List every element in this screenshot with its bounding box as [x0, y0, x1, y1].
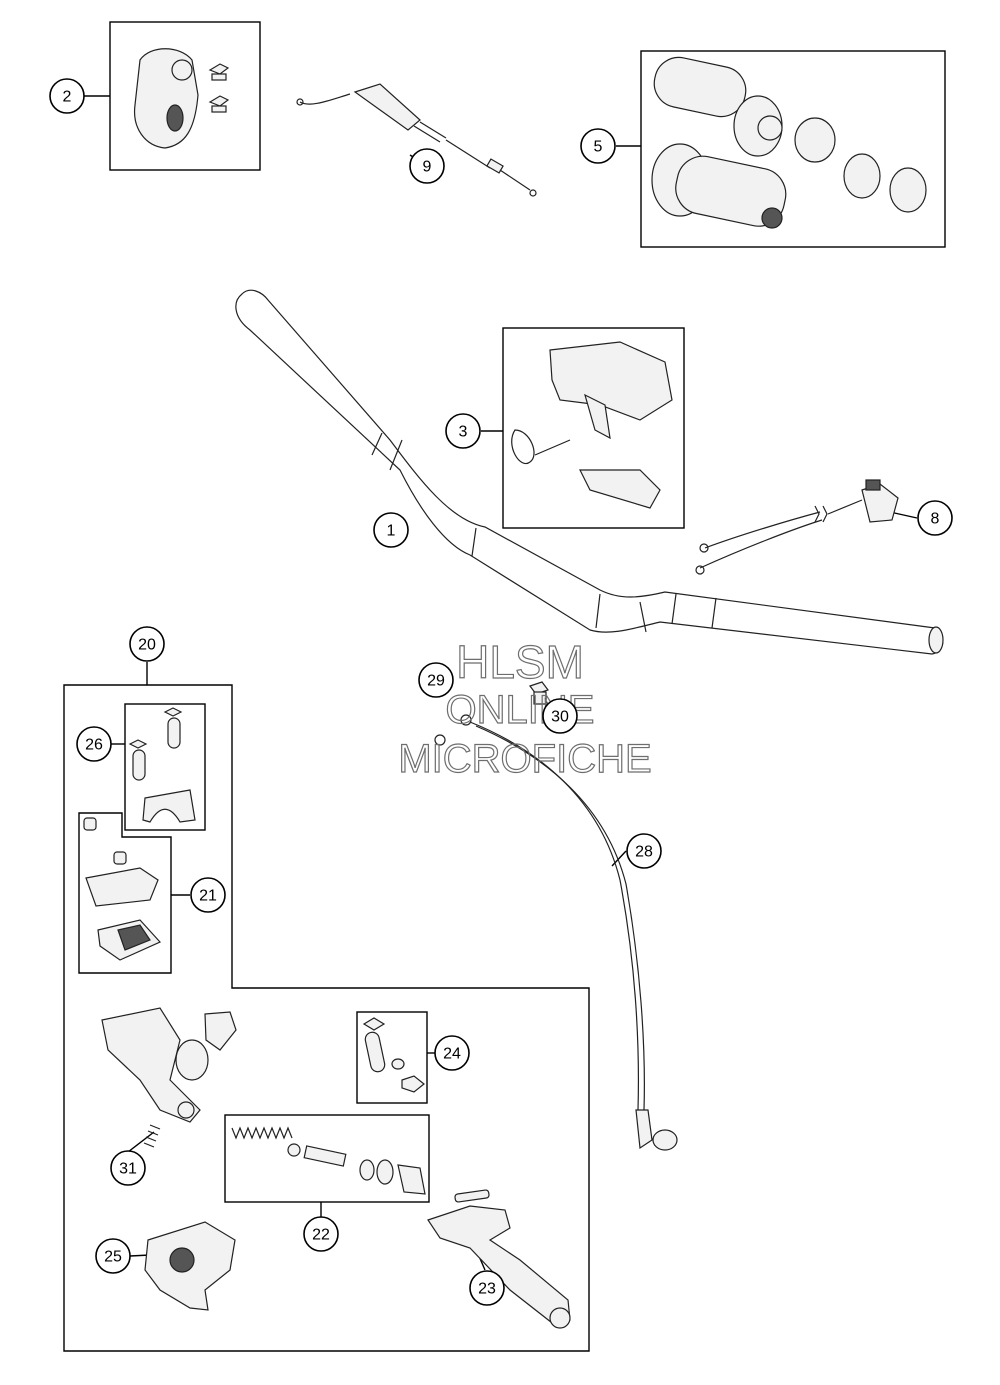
- callout-number: 3: [459, 424, 468, 441]
- callout-8: 8: [917, 500, 953, 536]
- piston-kit: [231, 1126, 426, 1195]
- callout-9: 9: [409, 148, 445, 184]
- callout-circle: [190, 877, 226, 913]
- callout-circle: [626, 833, 662, 869]
- callout-28: 28: [626, 833, 662, 869]
- callout-1: 1: [373, 512, 409, 548]
- callout-circle: [49, 78, 85, 114]
- callout-number: 31: [119, 1161, 137, 1178]
- callout-circle: [110, 1150, 146, 1186]
- callout-circle: [409, 148, 445, 184]
- callout-29: 29: [418, 662, 454, 698]
- watermark-line-1: HLSM: [456, 636, 584, 688]
- lever-guard: [144, 1221, 236, 1311]
- callout-circle: [434, 1035, 470, 1071]
- box-part-22: [224, 1114, 430, 1203]
- callout-circle: [917, 500, 953, 536]
- callout-circle: [76, 726, 112, 762]
- box-part-3: [502, 327, 685, 529]
- reservoir-cover: [83, 817, 161, 961]
- callout-30: 30: [542, 698, 578, 734]
- callout-23: 23: [469, 1270, 505, 1306]
- callout-number: 29: [427, 673, 445, 690]
- callout-circle: [418, 662, 454, 698]
- callout-number: 30: [551, 709, 569, 726]
- callout-circle: [469, 1270, 505, 1306]
- box-part-26: [124, 703, 206, 831]
- pivot-bolt: [362, 1017, 425, 1093]
- callout-3: 3: [445, 413, 481, 449]
- callout-31: 31: [110, 1150, 146, 1186]
- callout-number: 2: [63, 89, 72, 106]
- throttle-cable: [296, 83, 537, 197]
- callout-21: 21: [190, 877, 226, 913]
- callout-circle: [445, 413, 481, 449]
- clamp-cover: [511, 341, 673, 509]
- clutch-lever: [427, 1189, 571, 1329]
- callout-number: 5: [594, 139, 603, 156]
- callout-20: 20: [129, 626, 165, 662]
- box-part-21: [78, 812, 172, 974]
- box-part-5: [640, 50, 946, 248]
- callout-number: 26: [85, 737, 103, 754]
- bar-clamp: [128, 707, 196, 823]
- callout-number: 25: [104, 1249, 122, 1266]
- callout-circle: [303, 1216, 339, 1252]
- kill-switch: [695, 479, 899, 575]
- grips: [651, 56, 927, 229]
- callout-number: 9: [423, 159, 432, 176]
- callout-26: 26: [76, 726, 112, 762]
- callout-number: 24: [443, 1046, 461, 1063]
- callout-number: 1: [387, 523, 396, 540]
- callout-25: 25: [95, 1238, 131, 1274]
- box-part-24: [356, 1011, 428, 1104]
- callout-circle: [580, 128, 616, 164]
- handlebar: [235, 289, 944, 655]
- callout-number: 21: [199, 888, 217, 905]
- callout-24: 24: [434, 1035, 470, 1071]
- callout-circle: [373, 512, 409, 548]
- box-part-20: [63, 684, 590, 1352]
- clutch-hose: [434, 681, 678, 1151]
- callout-number: 22: [312, 1227, 330, 1244]
- master-cylinder: [101, 1007, 237, 1148]
- callout-5: 5: [580, 128, 616, 164]
- switch-housing: [133, 48, 230, 149]
- callout-circle: [95, 1238, 131, 1274]
- callout-22: 22: [303, 1216, 339, 1252]
- callout-2: 2: [49, 78, 85, 114]
- watermark-line-3: MICROFICHE: [398, 737, 651, 781]
- callout-number: 8: [931, 511, 940, 528]
- callout-circle: [542, 698, 578, 734]
- watermark: HLSM ONLINE MICROFICHE: [398, 635, 653, 781]
- callout-number: 20: [138, 637, 156, 654]
- callout-circle: [129, 626, 165, 662]
- callout-number: 28: [635, 844, 653, 861]
- callout-number: 23: [478, 1281, 496, 1298]
